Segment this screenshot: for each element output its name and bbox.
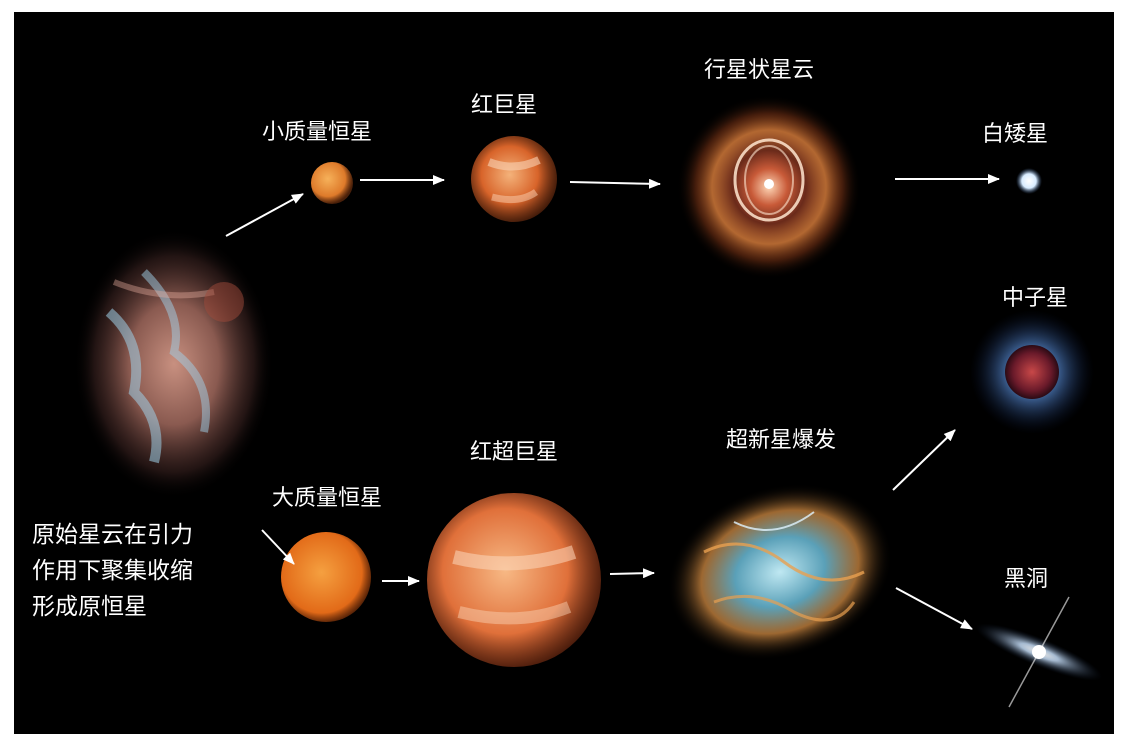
flow-arrows [225, 174, 1000, 630]
arrow-red-giant-to-planetary [569, 178, 661, 189]
supernova-label: 超新星爆发 [726, 428, 837, 453]
black-hole-image [975, 596, 1103, 708]
planetary-nebula-label: 行星状星云 [704, 58, 815, 83]
white-dwarf-label: 白矮星 [982, 122, 1049, 147]
neutron-star-label: 中子星 [1002, 286, 1069, 311]
red-giant-label: 红巨星 [471, 93, 538, 118]
red-supergiant-label: 红超巨星 [470, 440, 559, 465]
protostar-caption-line-2: 作用下聚集收缩 [32, 558, 193, 584]
high-mass-star-label: 大质量恒星 [272, 486, 383, 511]
diagram-artwork [74, 95, 1103, 708]
protostar-caption-line-3: 形成原恒星 [32, 594, 147, 620]
planetary-nebula-image [677, 95, 861, 279]
arrow-supernova-to-neutron [892, 429, 956, 491]
red-supergiant-image [427, 493, 601, 667]
white-dwarf-image [1016, 168, 1042, 194]
stellar-evolution-diagram: 小质量恒星 红巨星 行星状星云 白矮星 中子星 红超巨星 超新星爆发 大质量恒星… [14, 12, 1114, 734]
nebula-image [74, 229, 274, 499]
arrow-nebula-to-low-mass [225, 193, 304, 237]
high-mass-star-image [281, 532, 371, 622]
neutron-star-image [970, 310, 1094, 434]
red-giant-image [471, 136, 557, 222]
low-mass-star-image [311, 162, 353, 204]
low-mass-star-label: 小质量恒星 [262, 120, 373, 145]
arrow-nebula-to-high-mass [261, 529, 295, 565]
supernova-image [667, 483, 893, 661]
protostar-caption-line-1: 原始星云在引力 [32, 522, 193, 548]
black-hole-label: 黑洞 [1004, 567, 1049, 592]
arrow-supernova-to-black-hole [895, 587, 973, 630]
arrow-supergiant-to-supernova [609, 568, 655, 579]
protostar-caption: 原始星云在引力 作用下聚集收缩 形成原恒星 [32, 517, 193, 625]
